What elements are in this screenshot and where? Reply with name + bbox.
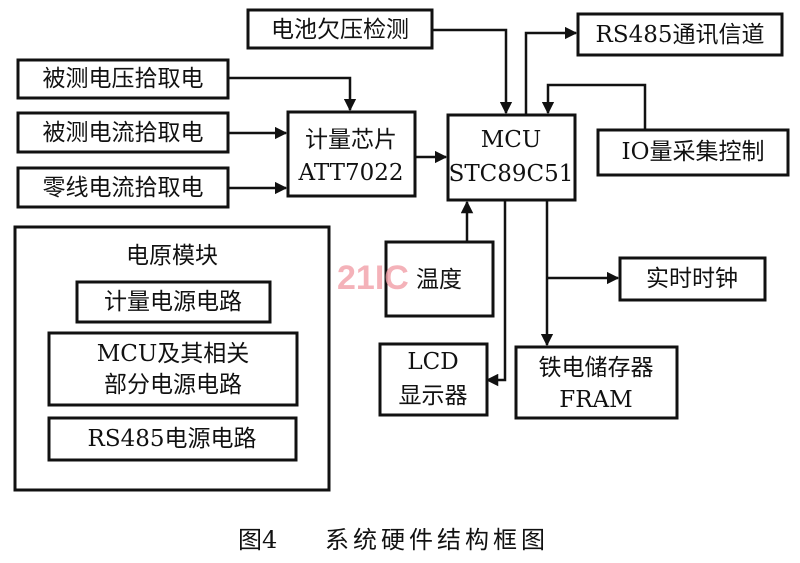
rs485-label: RS485通讯信道 xyxy=(596,22,765,48)
lcd-box: LCD 显示器 xyxy=(378,342,489,417)
rtc-box: 实时时钟 xyxy=(618,256,767,302)
meter-chip-label: 计量芯片 xyxy=(305,127,397,153)
temperature-label: 温度 xyxy=(416,267,462,293)
mcu-power-label-2: 部分电源电路 xyxy=(104,372,242,398)
neutral-pickup-box: 零线电流拾取电 xyxy=(16,166,230,209)
fram-sub-label: FRAM xyxy=(559,387,632,413)
temperature-box: 温度 xyxy=(384,240,495,318)
rs485-power-label: RS485电源电路 xyxy=(88,426,257,452)
mcu-model: STC89C51 xyxy=(449,161,574,187)
battery-label: 电池欠压检测 xyxy=(271,17,409,43)
rtc-label: 实时时钟 xyxy=(646,266,738,292)
rs485-box: RS485通讯信道 xyxy=(576,12,784,57)
voltage-to-chip-arrow xyxy=(228,76,357,112)
mcu-power-label-1: MCU及其相关 xyxy=(97,341,250,367)
current-pickup-box: 被测电流拾取电 xyxy=(16,111,230,154)
battery-box: 电池欠压检测 xyxy=(246,8,434,50)
battery-to-mcu-arrow xyxy=(432,28,513,115)
mcu-box: MCU STC89C51 xyxy=(446,113,577,202)
lcd-sub-label: 显示器 xyxy=(399,383,468,409)
power-module-title: 电原模块 xyxy=(126,243,218,269)
lcd-label: LCD xyxy=(407,349,458,375)
mcu-to-rs485-arrow xyxy=(524,26,578,115)
mcu-to-lcd-arrow xyxy=(485,200,507,387)
watermark: 21IC xyxy=(337,259,409,297)
fram-label: 铁电储存器 xyxy=(539,355,654,381)
fram-box: 铁电储存器 FRAM xyxy=(514,345,679,420)
meter-chip-box: 计量芯片 ATT7022 xyxy=(286,110,417,198)
io-box: IO量采集控制 xyxy=(596,128,790,177)
io-label: IO量采集控制 xyxy=(622,139,765,165)
current-pickup-label: 被测电流拾取电 xyxy=(43,120,204,146)
figure-number: 图4 xyxy=(238,526,277,554)
voltage-pickup-box: 被测电压拾取电 xyxy=(16,58,230,100)
voltage-pickup-label: 被测电压拾取电 xyxy=(43,66,204,92)
io-to-mcu-arrow xyxy=(541,83,647,130)
meter-chip-model: ATT7022 xyxy=(298,160,404,186)
power-module-box: 电原模块 计量电源电路 MCU及其相关 部分电源电路 RS485电源电路 xyxy=(13,225,331,492)
meter-power-label: 计量电源电路 xyxy=(104,289,242,315)
neutral-pickup-label: 零线电流拾取电 xyxy=(43,175,204,201)
figure-caption: 系统硬件结构框图 xyxy=(325,526,549,554)
connectors xyxy=(228,26,647,387)
mcu-label: MCU xyxy=(481,127,542,153)
